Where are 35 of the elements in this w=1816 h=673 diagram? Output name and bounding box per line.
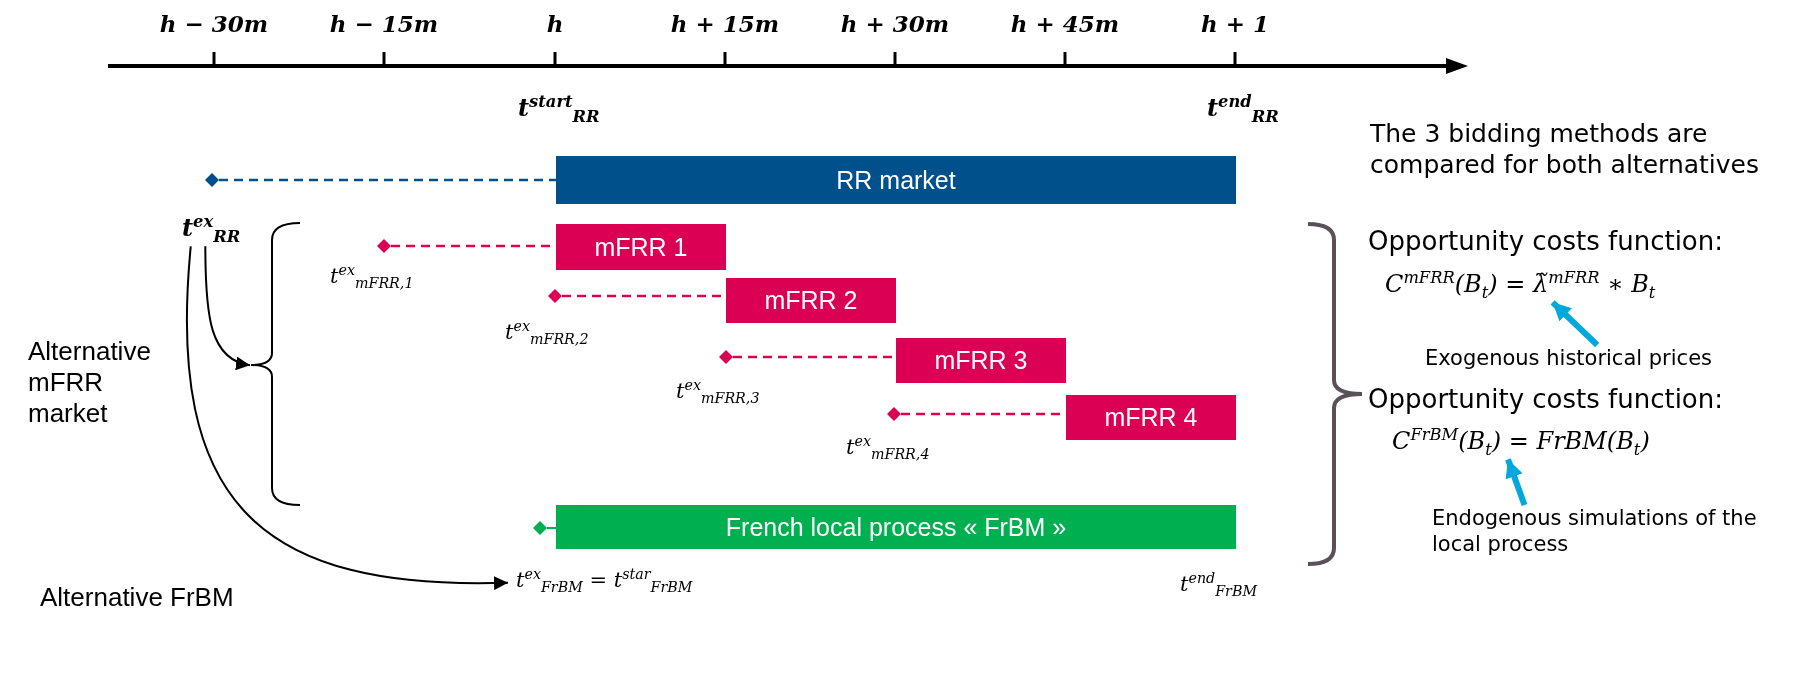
tick-label: h − 30m [159,10,269,37]
market-bar: RR market [556,156,1236,204]
market-bar: mFRR 2 [726,278,896,323]
diamond-marker [887,407,901,421]
connector [546,527,557,529]
diamond-marker [377,239,391,253]
tick-label: h + 15m [670,10,780,37]
annotation: Endogenous simulations of the local process [1432,505,1802,558]
market-bar: French local process « FrBM » [556,505,1236,549]
diamond-marker [533,521,547,535]
alternative-label: Alternative FrBM [40,582,234,614]
diamond-marker [719,350,733,364]
tick-label: h − 15m [329,10,439,37]
arrow [186,245,509,590]
arrow [1505,458,1528,507]
formula: C$^{mFRR}$(B$_{t}$) = λ̃$^{mFRR}$ ∗ B$_{t}$ [1385,268,1656,303]
diamond-marker [548,289,562,303]
tick-label: h + 1 [1201,10,1269,37]
market-bar: mFRR 3 [896,338,1066,383]
market-bar: mFRR 1 [556,224,726,270]
function-heading: Opportunity costs function: [1368,384,1723,414]
note: The 3 bidding methods are compared for both alternatives [1370,118,1760,181]
diamond-marker [205,173,219,187]
arrow [1550,300,1600,348]
alternative-label: Alternative mFRR market [28,336,152,430]
tick-label: h + 45m [1010,10,1120,37]
arrow [204,245,251,369]
tick-label: h + 30m [840,10,950,37]
dashed-connector [219,178,556,182]
market-bar: mFRR 4 [1066,395,1236,440]
tick-label: h [546,10,564,37]
function-heading: Opportunity costs function: [1368,226,1723,256]
annotation: Exogenous historical prices [1425,345,1712,372]
curly-brace [250,222,300,506]
formula: C$^{FrBM}$(B$_{t}$) = FrBM(B$_{t}$) [1392,425,1650,460]
